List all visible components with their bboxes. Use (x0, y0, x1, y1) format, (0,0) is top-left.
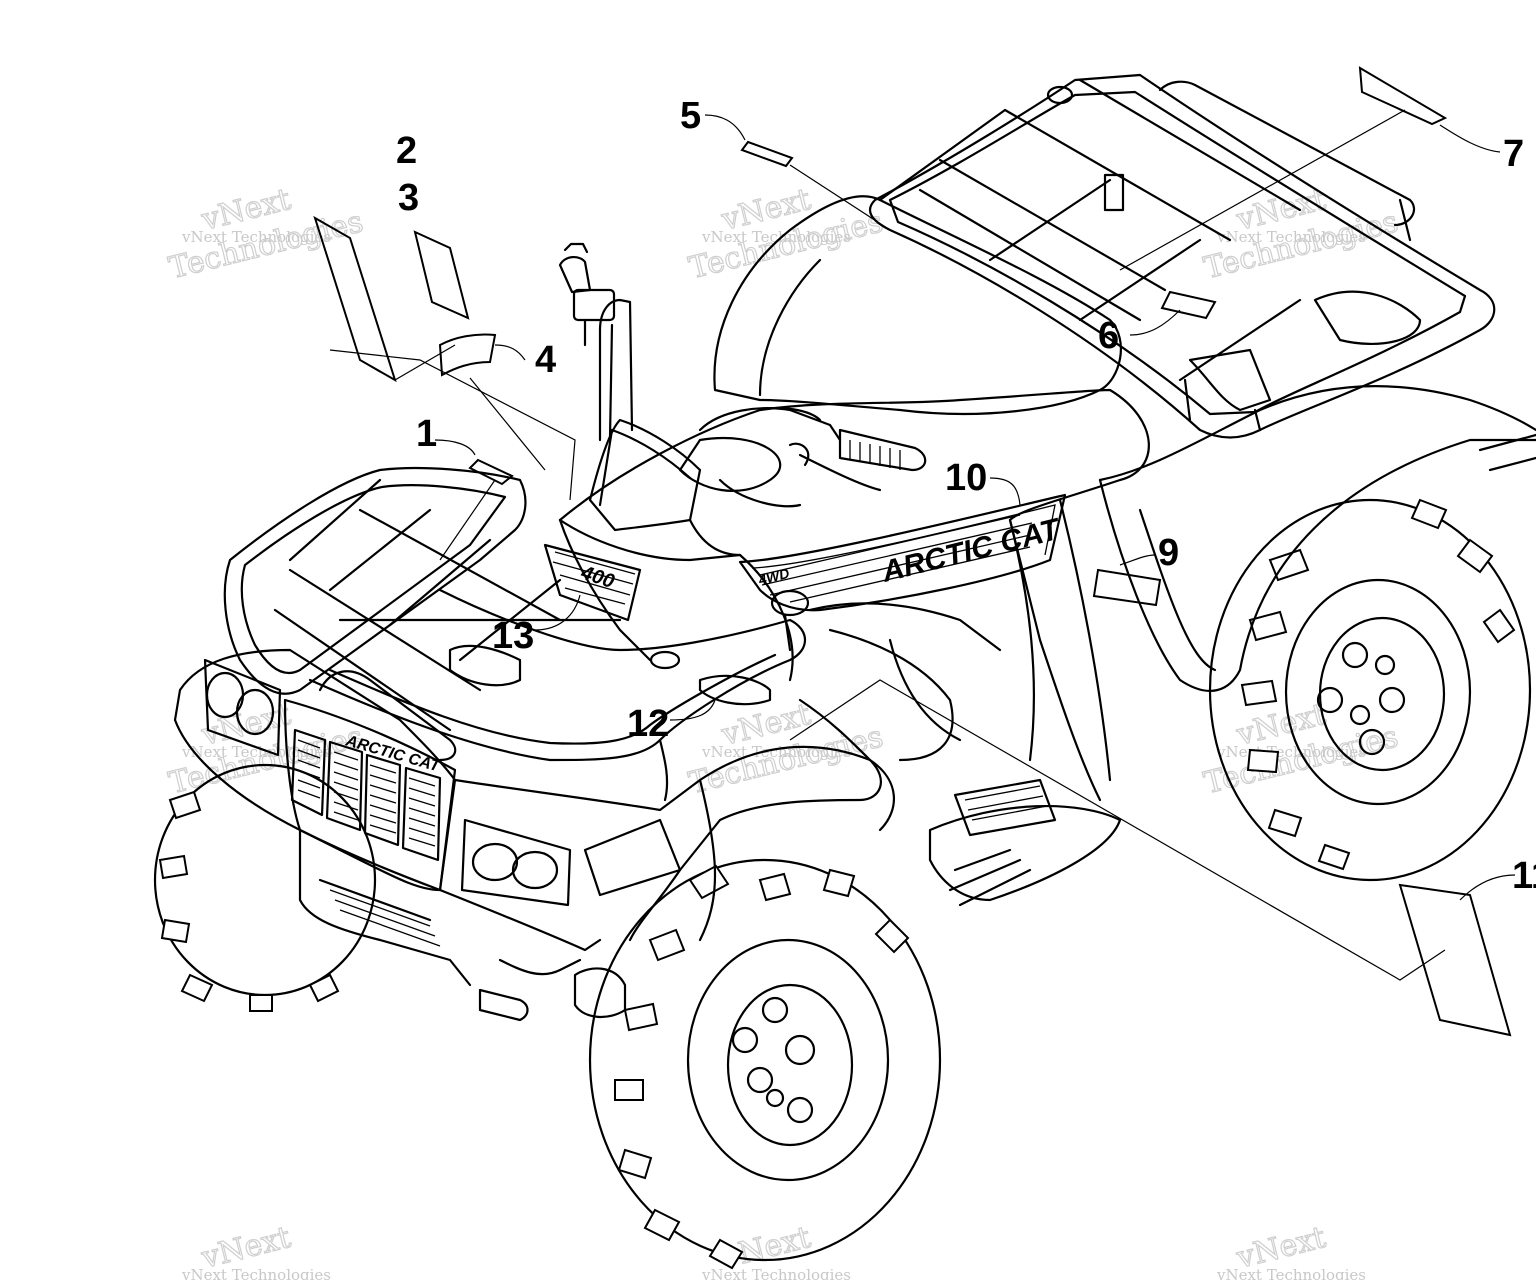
watermark: vNext vNext Technologies Technologies (1200, 181, 1402, 286)
watermark-company: vNext Technologies (1216, 1266, 1366, 1280)
watermark: vNext vNext Technologies Technologies (165, 181, 367, 286)
callout-2: 2 (396, 130, 417, 172)
callout-1: 1 (416, 413, 437, 455)
decal-11-shape (1398, 883, 1512, 1037)
callout-5: 5 (680, 95, 701, 137)
side-model-logo: 4WD (756, 565, 791, 588)
callout-7: 7 (1503, 133, 1524, 175)
watermark-group: vNext vNext Technologies Technologies vN… (165, 181, 1402, 1280)
front-left-tire-treads (158, 790, 340, 1012)
callout-12: 12 (627, 703, 669, 745)
handlebar (558, 242, 927, 492)
hood-decal-400: 400 (543, 543, 642, 622)
callout-10: 10 (945, 457, 987, 499)
diamond-plate-pattern (759, 514, 1033, 603)
right-headlight (460, 818, 572, 907)
side-brand-logo: ARCTIC CAT (878, 512, 1065, 589)
hood-pod (558, 418, 810, 682)
watermark-company: vNext Technologies (1216, 228, 1366, 246)
decal-7-shape (1358, 66, 1448, 126)
decal-6-shape (1160, 290, 1217, 320)
hood-model-logo: 400 (578, 562, 617, 594)
watermark-company: vNext Technologies (701, 1266, 851, 1280)
rear-rack (868, 73, 1496, 439)
watermark: vNext vNext Technologies (181, 1219, 331, 1280)
decal-3-shape (413, 230, 470, 320)
callout-13: 13 (492, 615, 534, 657)
watermark-company: vNext Technologies (181, 1266, 331, 1280)
seat (713, 195, 1122, 416)
callout-labels: 1 2 3 4 5 6 7 9 10 11 12 13 (396, 95, 1536, 897)
watermark: vNext vNext Technologies Technologies (165, 696, 367, 801)
decal-9-shape (1092, 568, 1162, 607)
watermark: vNext vNext Technologies (1216, 1219, 1366, 1280)
watermark-company: vNext Technologies (181, 228, 331, 246)
front-wheel (588, 858, 942, 1270)
watermark-company: vNext Technologies (701, 228, 851, 246)
decal-4-shape (438, 333, 497, 377)
callout-4: 4 (535, 339, 556, 381)
footrest (928, 778, 1122, 907)
callout-6: 6 (1098, 315, 1119, 357)
decal-1-shape (468, 458, 514, 486)
rear-fender (1098, 384, 1536, 692)
rear-tire-treads (1240, 498, 1516, 871)
watermark: vNext vNext Technologies Technologies (685, 696, 887, 801)
callout-9: 9 (1158, 532, 1179, 574)
side-decal-arctic-cat: ARCTIC CAT 4WD (738, 493, 1067, 612)
front-rack (223, 466, 806, 802)
rear-right-wheel (1208, 498, 1532, 882)
front-tire-treads (614, 864, 910, 1270)
callout-3: 3 (398, 177, 419, 219)
front-left-wheel (153, 763, 377, 1012)
decal-5-shape (740, 140, 794, 168)
callout-11: 11 (1512, 855, 1536, 897)
decal-parts (313, 66, 1516, 1037)
grille-mesh (297, 739, 436, 847)
